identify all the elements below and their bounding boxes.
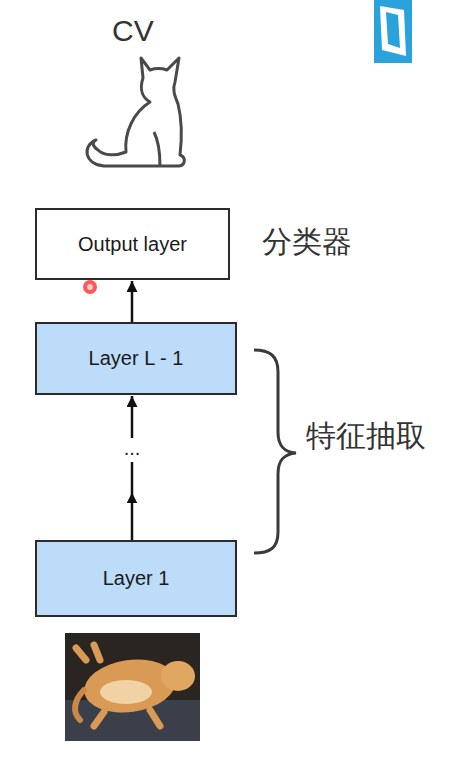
layer-name: Output layer (78, 233, 187, 256)
logo-inner (386, 12, 400, 48)
diagram-title: CV (112, 14, 154, 48)
cat-belly (100, 680, 152, 704)
cat-body (81, 654, 179, 718)
ellipsis-label: ... (112, 438, 152, 462)
cat-photo (65, 633, 200, 741)
curly-brace (254, 350, 296, 553)
layer-box: Layer 1 (35, 540, 237, 617)
output-layer-box: Output layer (35, 208, 230, 280)
layer-name: Layer 1 (103, 567, 170, 590)
watermark-logo (374, 0, 412, 63)
pointer-dot (83, 280, 97, 294)
cat-outline (87, 58, 184, 166)
pointer-dot-core (87, 284, 93, 290)
side-label: 分类器 (262, 222, 352, 263)
logo-fold (380, 6, 406, 56)
cat-head (161, 661, 195, 691)
cat-paws (76, 645, 160, 726)
cat-leg-line (154, 132, 160, 166)
photo-background (65, 633, 200, 741)
cat-tail (75, 690, 84, 720)
flow-arrow (131, 396, 134, 540)
layer-box: Layer L - 1 (35, 322, 237, 395)
flow-arrow (131, 281, 134, 322)
side-label: 特征抽取 (306, 416, 426, 457)
logo-block (374, 0, 412, 63)
layer-name: Layer L - 1 (89, 347, 184, 370)
